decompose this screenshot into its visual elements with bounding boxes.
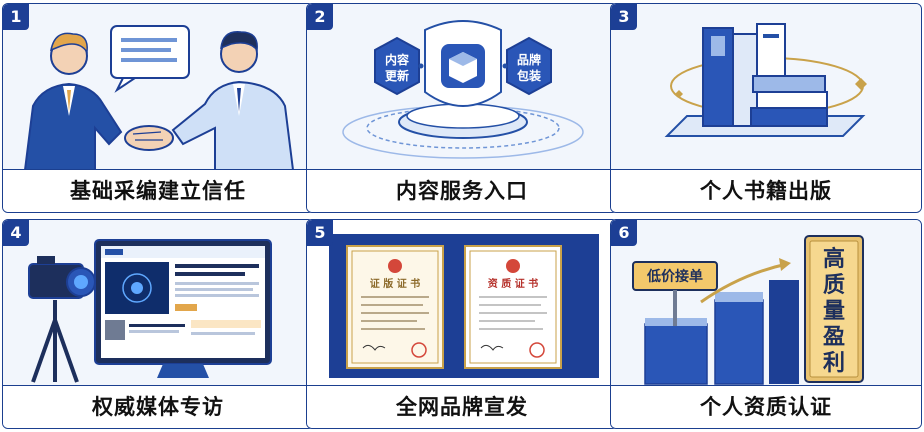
card-qualification-cert: 6 低价接单 高 质 量 盈 利 个人资质认证 bbox=[610, 219, 922, 429]
growth-illustration: 低价接单 高 质 量 盈 利 bbox=[611, 220, 921, 386]
plaque-char-4: 盈 bbox=[822, 325, 845, 350]
media-interview-illustration bbox=[3, 220, 313, 386]
plaque-char-2: 质 bbox=[823, 273, 845, 298]
card-caption: 内容服务入口 bbox=[307, 169, 617, 212]
badge-left-line2: 更新 bbox=[385, 68, 409, 83]
card-number: 2 bbox=[307, 4, 333, 30]
card-number: 4 bbox=[3, 220, 29, 246]
card-brand-promotion: 5 证 版 证 书 资 质 证 书 bbox=[306, 219, 618, 429]
plaque-char-1: 高 bbox=[823, 246, 845, 272]
card-caption: 全网品牌宣发 bbox=[307, 385, 617, 428]
badge-right-line1: 品牌 bbox=[517, 52, 541, 67]
card-caption: 个人资质认证 bbox=[611, 385, 921, 428]
card-number: 6 bbox=[611, 220, 637, 246]
card-content-entry: 2 内容 更新 品牌 包装 内容服务入口 bbox=[306, 3, 618, 213]
card-number: 3 bbox=[611, 4, 637, 30]
card-number: 5 bbox=[307, 220, 333, 246]
certificates-illustration: 证 版 证 书 资 质 证 书 bbox=[307, 220, 617, 386]
card-caption: 个人书籍出版 bbox=[611, 169, 921, 212]
card-media-interview: 4 bbox=[2, 219, 314, 429]
cert-left-title: 证 版 证 书 bbox=[370, 277, 420, 290]
cert-right-title: 资 质 证 书 bbox=[488, 277, 538, 290]
card-number: 1 bbox=[3, 4, 29, 30]
plaque-char-5: 利 bbox=[823, 351, 845, 376]
card-caption: 基础采编建立信任 bbox=[3, 169, 313, 212]
books-illustration bbox=[611, 4, 921, 170]
badge-right-line2: 包装 bbox=[516, 68, 541, 83]
handshake-illustration bbox=[3, 4, 313, 170]
badge-left-line1: 内容 bbox=[385, 52, 409, 67]
card-editorial-trust: 1 基础采编建立信任 bbox=[2, 3, 314, 213]
card-book-publishing: 3 个人书籍出版 bbox=[610, 3, 922, 213]
content-hub-illustration: 内容 更新 品牌 包装 bbox=[307, 4, 617, 170]
card-caption: 权威媒体专访 bbox=[3, 385, 313, 428]
low-price-sign: 低价接单 bbox=[646, 268, 703, 285]
plaque-char-3: 量 bbox=[823, 299, 845, 324]
